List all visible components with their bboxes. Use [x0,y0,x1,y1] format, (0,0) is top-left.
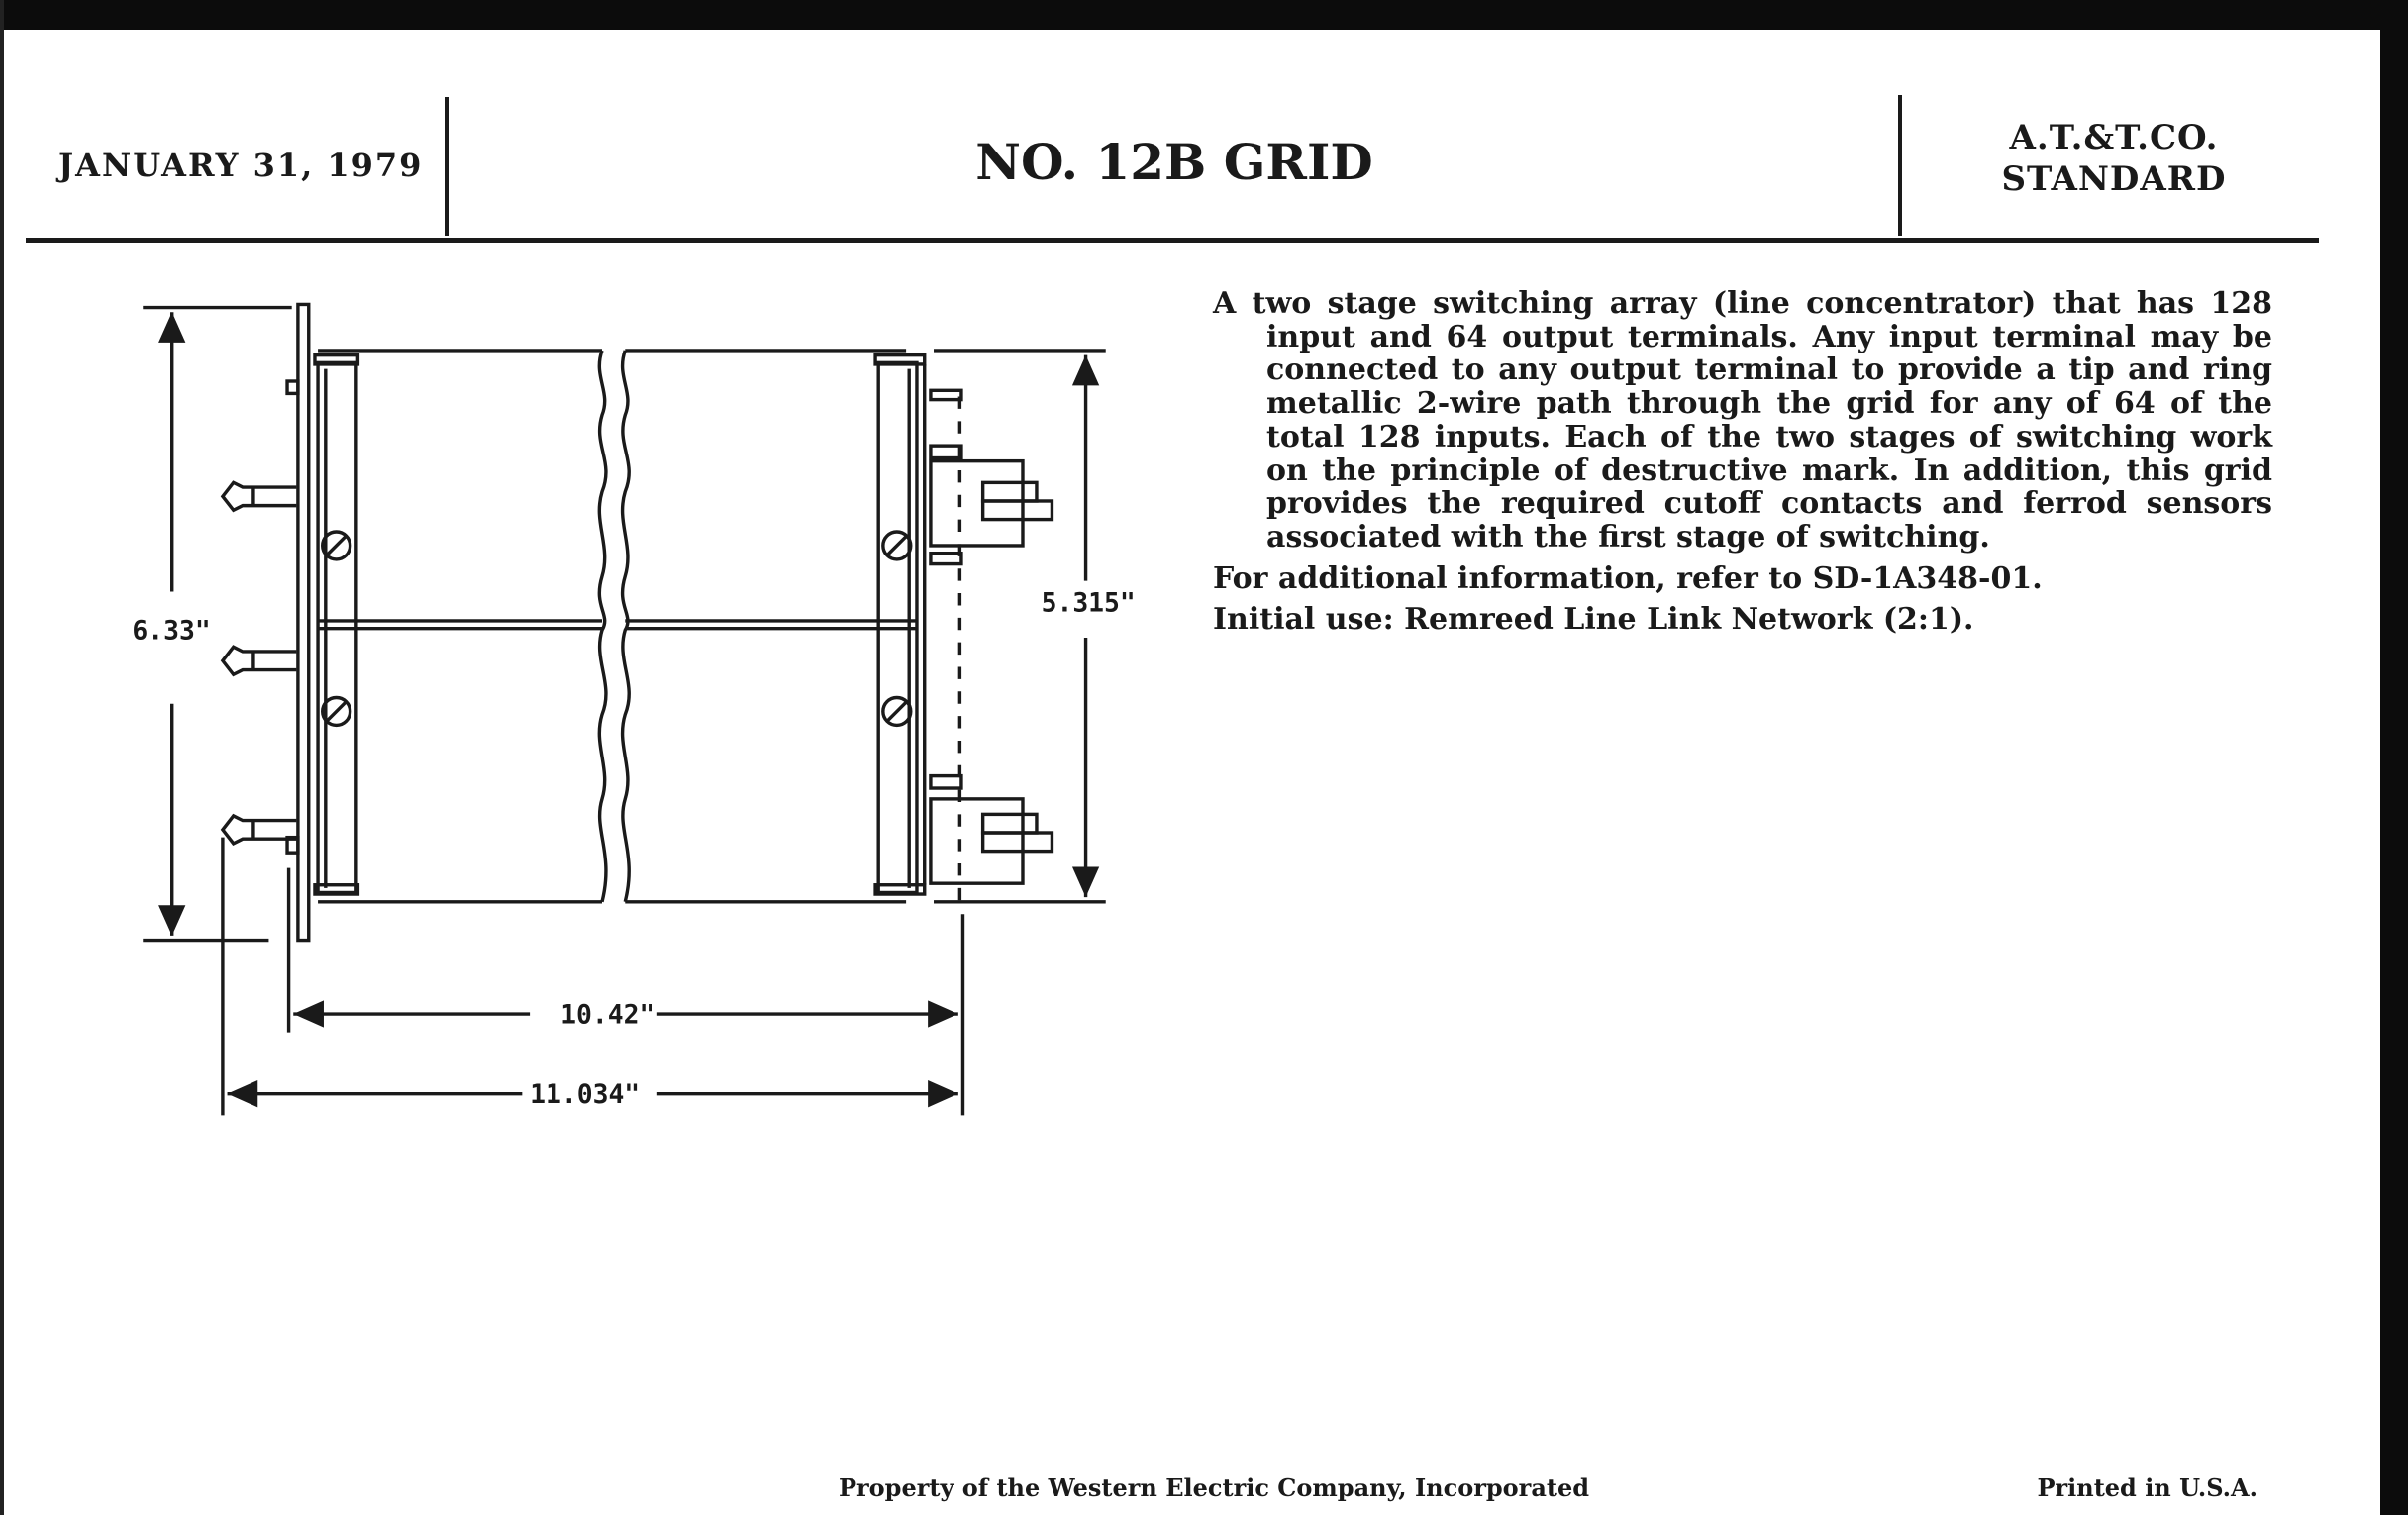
scan-border-left [0,0,4,1515]
property-notice: Property of the Western Electric Company… [838,1473,1590,1502]
standard-label: A.T.&T.CO. STANDARD [1906,117,2322,200]
page-title: NO. 12B GRID [975,133,1373,191]
output-terminal-block [929,388,1054,566]
output-terminal-block [929,773,1054,885]
scan-border-right [2380,0,2408,1515]
header-divider [445,97,449,236]
printed-notice: Printed in U.S.A. [2037,1473,2258,1502]
dimension-label: 5.315" [1042,589,1136,619]
dimension-label: 11.034" [530,1080,640,1110]
description-paragraph: A two stage switching array (line concen… [1213,286,2272,555]
left-mounting-bar [313,353,360,896]
header-divider [1898,95,1902,236]
module-body [318,349,917,904]
header-rule [26,238,2319,243]
dimension-height-overall: 6.33" [132,305,292,943]
description: A two stage switching array (line concen… [1213,287,2272,637]
right-mounting-bar [873,353,927,896]
screw-icon [881,530,913,561]
dimension-depth-inner: 10.42" [286,867,965,1116]
screw-icon [321,530,352,561]
scan-border-top [0,0,2408,30]
connector-pin [220,645,297,677]
faceplate [285,302,311,943]
dimension-label: 10.42" [560,1000,654,1030]
dimension-height-module: 5.315" [934,349,1136,904]
initial-use-text: Initial use: Remreed Line Link Network (… [1213,602,1974,638]
document-date: JANUARY 31, 1979 [58,147,424,184]
standard-line2: STANDARD [2001,159,2227,199]
dimension-depth-overall: 11.034" [221,837,958,1116]
screw-icon [881,695,913,728]
reference-text: For additional information, refer to SD-… [1213,560,2043,596]
connector-pin [220,480,297,513]
standard-line1: A.T.&T.CO. [2009,118,2219,157]
connector-pin [220,813,297,847]
dimension-label: 6.33" [132,617,210,647]
screw-icon [321,695,352,728]
